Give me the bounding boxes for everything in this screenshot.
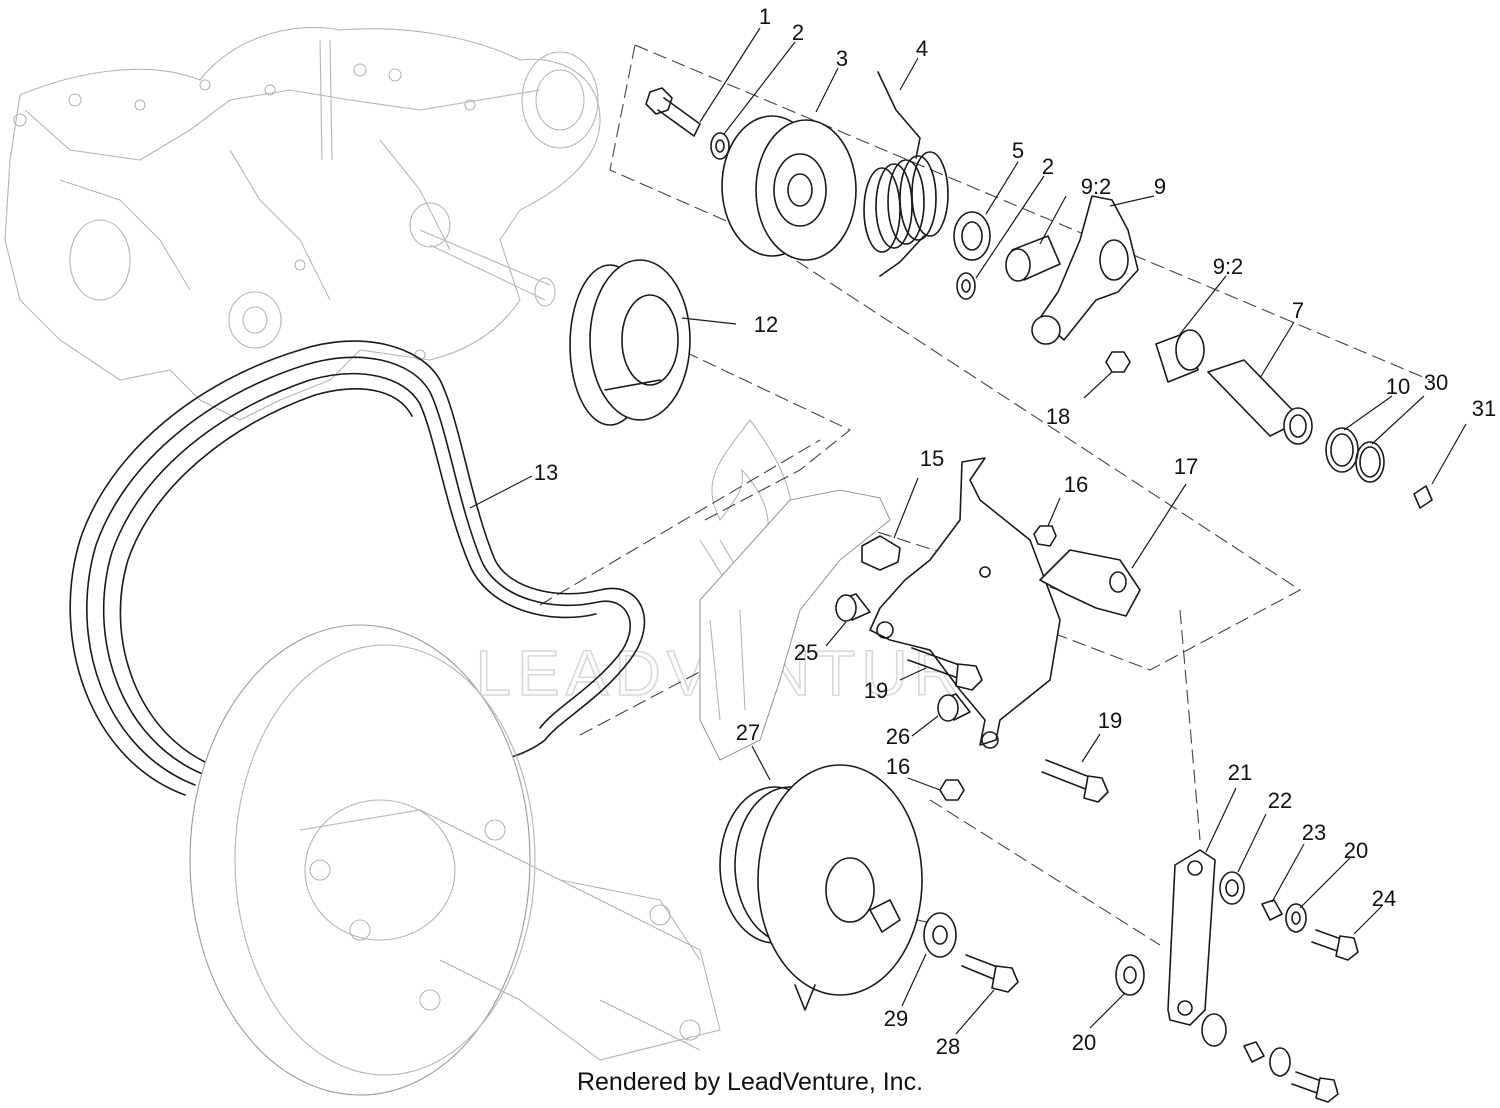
part-30-snap-ring (1355, 441, 1385, 483)
callout-16-lower: 16 (886, 754, 910, 779)
part-29-washer (923, 912, 957, 958)
watermark-flame-logo (711, 419, 794, 562)
mounting-bracket-faint (699, 489, 891, 761)
callout-15: 15 (920, 446, 944, 471)
callout-1: 1 (759, 4, 771, 29)
part-2-washer (710, 132, 730, 160)
part-27-electric-clutch (719, 764, 923, 1011)
callout-4: 4 (916, 36, 928, 61)
callout-27: 27 (736, 720, 760, 745)
part-7-pivot-shaft (1207, 359, 1313, 445)
part-16-nut-lower (939, 779, 965, 801)
part-9-idler-arm (1031, 195, 1139, 345)
callout-9-2-upper: 9:2 (1081, 174, 1112, 199)
part-5-washer (953, 211, 991, 261)
part-25-spacer (835, 593, 871, 622)
callout-5: 5 (1012, 138, 1024, 163)
part-10-washer (1325, 427, 1359, 473)
part-3-idler-pulley (721, 115, 857, 261)
callout-18: 18 (1046, 404, 1070, 429)
part-22-bearing (1219, 871, 1245, 905)
part-26-spacer (937, 693, 971, 722)
callout-16: 16 (1064, 472, 1088, 497)
callout-9: 9 (1154, 174, 1166, 199)
part-17-stop-bracket (1039, 549, 1141, 617)
render-credit: Rendered by LeadVenture, Inc. (576, 1068, 924, 1096)
part-21-link-arm (1167, 849, 1216, 1026)
callout-20-lower: 20 (1072, 1030, 1096, 1055)
part-23-spacer (1261, 899, 1283, 921)
callout-13: 13 (534, 460, 558, 485)
callout-labels: 1 2 3 4 5 2 9:2 9 9:2 7 12 18 10 30 31 1… (534, 4, 1496, 1059)
part-2-washer-lower (956, 272, 976, 300)
callout-24: 24 (1372, 886, 1396, 911)
part-20-washer-lower (1115, 954, 1145, 996)
part-19-bolt (907, 647, 983, 691)
callout-21: 21 (1228, 760, 1252, 785)
callout-19: 19 (864, 678, 888, 703)
part-19-bolt-lower (1041, 759, 1109, 803)
callout-29: 29 (884, 1006, 908, 1031)
part-4-spring (863, 71, 949, 277)
callout-28: 28 (936, 1034, 960, 1059)
callout-17: 17 (1174, 454, 1198, 479)
callout-3: 3 (836, 46, 848, 71)
callout-30: 30 (1424, 370, 1448, 395)
callout-22: 22 (1268, 788, 1292, 813)
callout-19-lower: 19 (1098, 708, 1122, 733)
part-15-bracket-plate (869, 457, 1061, 749)
lower-drive-pulley (189, 624, 721, 1096)
callout-26: 26 (886, 724, 910, 749)
assembly-guide-lines (539, 44, 1431, 946)
part-28-bolt (961, 954, 1019, 993)
part-24-bolt-lower (1269, 1047, 1339, 1103)
part-12-engine-pulley (569, 259, 691, 426)
callout-25: 25 (794, 640, 818, 665)
part-18-nut (1105, 351, 1131, 373)
leader-lines (469, 27, 1467, 1035)
callout-12: 12 (754, 312, 778, 337)
part-23-spacer-lower (1243, 1041, 1265, 1063)
part-24-bolt (1311, 929, 1359, 961)
part-9-2-bushing-upper (1005, 235, 1061, 282)
callout-23: 23 (1302, 820, 1326, 845)
part-31-grease-fitting (1413, 485, 1433, 509)
part-16-nut (1033, 525, 1057, 547)
callout-10: 10 (1386, 374, 1410, 399)
callout-31: 31 (1472, 396, 1496, 421)
part-15-spacer (861, 535, 901, 571)
part-1-bolt (645, 87, 701, 137)
callout-9-2-lower: 9:2 (1213, 254, 1244, 279)
part-9-2-bushing-lower (1155, 329, 1205, 383)
callout-20: 20 (1344, 838, 1368, 863)
drive-belt (69, 340, 646, 796)
callout-2: 2 (792, 20, 804, 45)
part-20-washer (1285, 903, 1307, 933)
engine-assembly (4, 26, 601, 421)
callout-7: 7 (1292, 298, 1304, 323)
callout-2-lower: 2 (1042, 154, 1054, 179)
part-22-bearing-lower (1201, 1013, 1227, 1047)
